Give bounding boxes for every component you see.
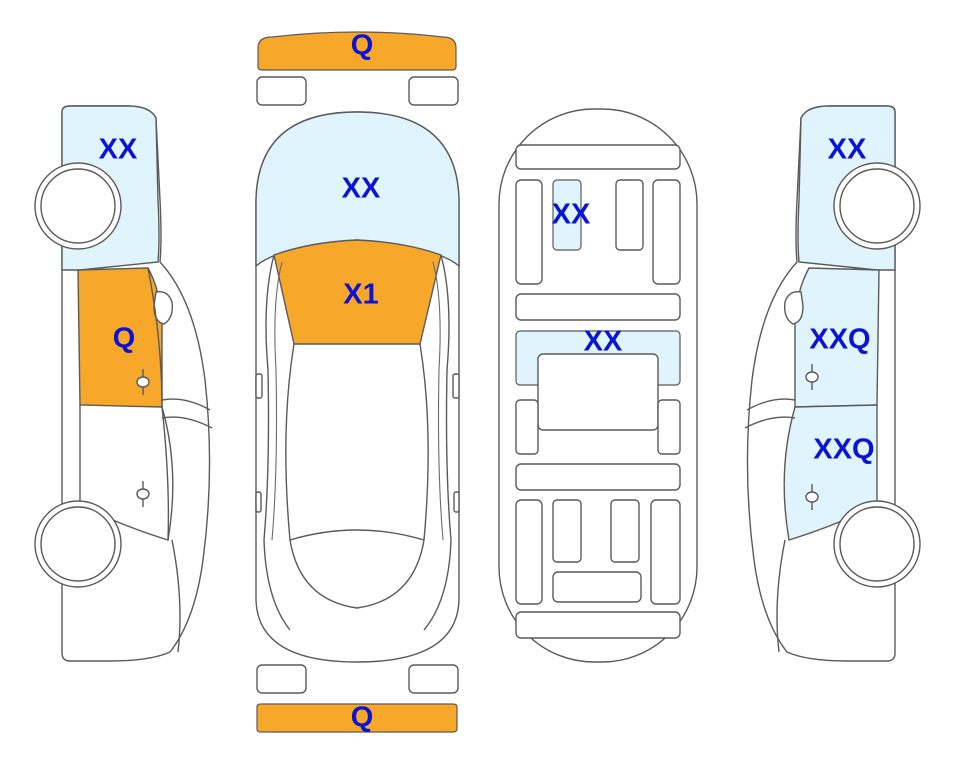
underbody-center-panel [537,353,659,431]
left-rocker-line [171,539,181,653]
right-front-door-label: XXQ [809,324,870,356]
rear-bumper-group: Q [256,664,459,734]
right-rear-door-label: XXQ [813,434,874,466]
underbody-left-rear-rail [515,499,543,605]
underbody-front-right-panel [615,179,644,251]
right-front-door-handle [805,364,819,390]
windshield-label: X1 [343,279,378,311]
right-side-view: XX XXQ XXQ [744,105,921,662]
underbody-left-front-rail [515,179,543,285]
hood-label: XX [342,173,381,205]
top-view-car: XX X1 [255,111,460,663]
left-rear-wheel [40,506,116,582]
left-rear-door-handle [136,481,150,507]
rear-right-light [408,664,459,694]
underbody-crossbar-2 [515,463,681,491]
underbody-rear-bar [515,611,681,639]
underbody-rear-right-panel [610,499,640,563]
underbody-rear-center [552,571,642,603]
right-mirror [452,373,460,399]
right-inner-line [432,261,444,541]
right-door-handle-top [453,491,460,513]
front-bumper[interactable] [257,31,457,71]
left-door-seam [147,267,170,541]
left-inner-line [271,261,283,541]
front-left-light [256,76,307,106]
left-mirror [255,373,263,399]
left-front-fender-label: XX [99,134,138,166]
underbody-right-rear-rail [650,499,681,605]
rear-left-light [256,664,307,694]
right-rocker-line [776,539,786,653]
rear-window [289,529,425,541]
right-window-line [746,398,796,411]
right-rear-door-handle [805,484,819,510]
left-window-line-2 [161,416,213,429]
front-bumper-group: Q [256,30,459,106]
underbody-view: XX XX [498,108,698,663]
left-window-line [161,398,211,411]
underbody-right-mid [657,399,681,455]
right-rear-wheel [839,506,915,582]
left-front-door-label: Q [113,323,136,355]
right-side-line [423,254,452,631]
left-door-handle-top [255,491,262,513]
left-front-wheel [40,168,116,244]
right-front-wheel [839,168,915,244]
underbody-rear-left-panel [552,499,582,563]
right-window-line-2 [744,416,796,429]
rear-bumper-label: Q [351,702,374,734]
rear-bumper[interactable] [256,703,458,733]
right-side-mirror [783,291,804,325]
underbody-front-label: XX [552,199,591,231]
underbody-front-bar [515,144,681,170]
front-bumper-label: Q [351,30,374,62]
underbody-right-front-rail [652,179,681,285]
underbody-front-panel[interactable] [552,179,582,251]
windshield[interactable] [273,239,442,345]
underbody-left-mid [515,399,539,455]
front-right-light [408,76,459,106]
left-front-door-handle [136,369,150,395]
left-side-line [263,254,291,631]
roof-outline [285,343,429,609]
underbody-middle-label: XX [584,326,623,358]
right-front-fender-label: XX [828,134,867,166]
underbody-crossbar-1 [515,293,681,321]
left-side-view: XX Q [34,105,213,662]
